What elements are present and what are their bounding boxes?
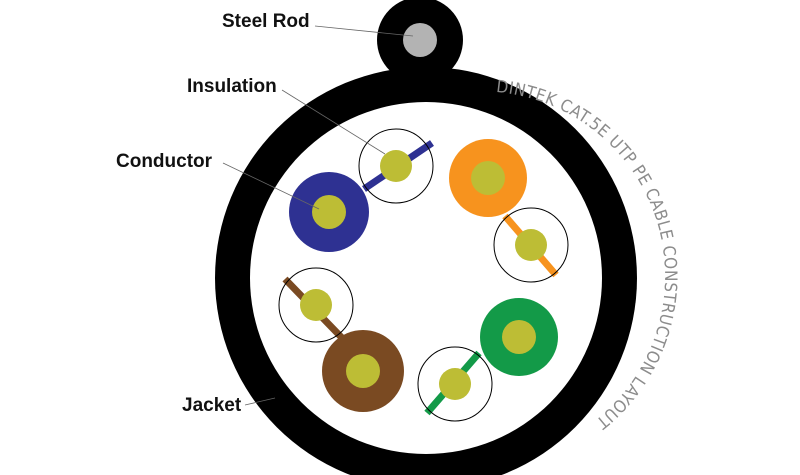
green-white-conductor (439, 368, 471, 400)
orange-white-conductor (515, 229, 547, 261)
brown-conductor (346, 354, 380, 388)
jacket-label: Jacket (182, 395, 242, 416)
insulation-leader (281, 89, 386, 155)
blue-white-insulation (358, 128, 434, 204)
brown-pair (278, 267, 404, 412)
jacket-web (404, 70, 438, 94)
blue-conductor (312, 195, 346, 229)
insulation-label: Insulation (187, 76, 277, 97)
steel-rod (403, 23, 437, 57)
green-conductor (502, 320, 536, 354)
orange-white-insulation (493, 207, 569, 283)
jacket-inner (250, 102, 602, 454)
steel-rod-messenger (377, 0, 463, 83)
brown-white-conductor (300, 289, 332, 321)
green-white-insulation (417, 346, 493, 422)
steel-rod-leader (314, 25, 414, 37)
steel-rod-label: Steel Rod (222, 11, 310, 32)
orange-conductor (471, 161, 505, 195)
blue-white-conductor (380, 150, 412, 182)
jacket-leader (244, 397, 276, 406)
brown-white-insulation (278, 267, 354, 343)
green-pair (417, 298, 558, 422)
conductor-leader (222, 162, 320, 210)
conductor-label: Conductor (116, 151, 213, 172)
orange-pair (449, 139, 569, 283)
blue-pair (289, 128, 434, 252)
